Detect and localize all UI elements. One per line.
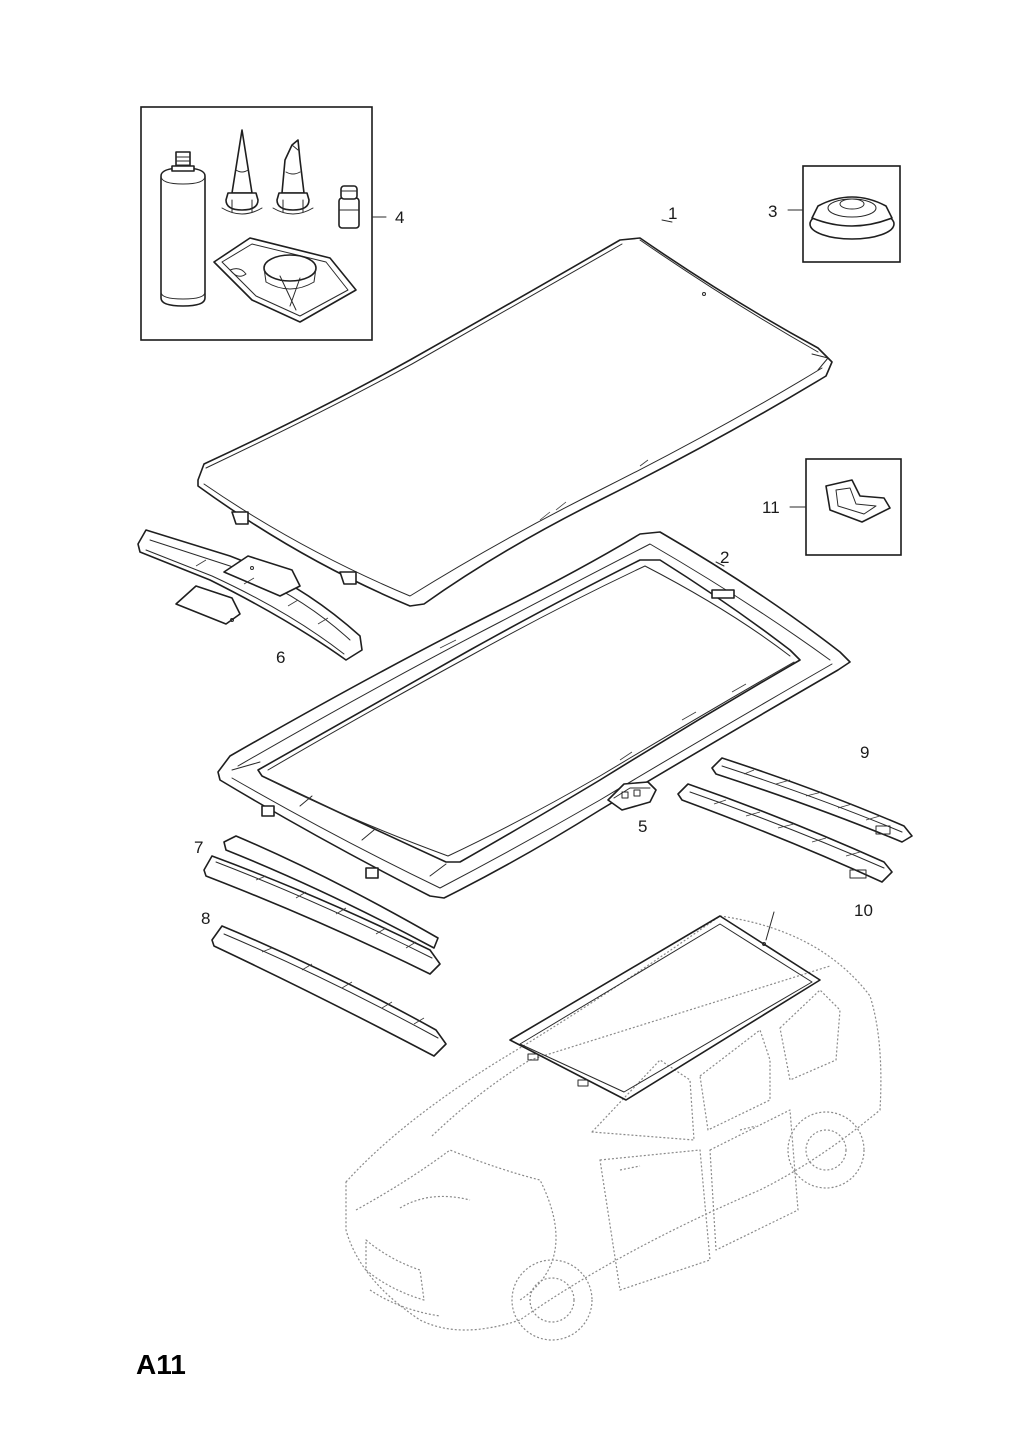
callout-3: 3 bbox=[768, 202, 777, 221]
part-11-seal[interactable] bbox=[789, 458, 902, 556]
sealant-cartridge bbox=[160, 151, 206, 307]
part-7-roof-bow[interactable] bbox=[203, 835, 441, 975]
leader-1 bbox=[661, 219, 673, 223]
page-code: A11 bbox=[136, 1349, 186, 1380]
nozzle-2 bbox=[272, 139, 314, 215]
part-4-sealing-kit[interactable] bbox=[140, 106, 387, 341]
part-5-bracket[interactable] bbox=[607, 781, 657, 811]
callout-5: 5 bbox=[638, 817, 647, 836]
callout-2: 2 bbox=[720, 548, 729, 567]
callout-8: 8 bbox=[201, 909, 210, 928]
primer-bottle bbox=[338, 185, 360, 229]
part-3-plug[interactable] bbox=[787, 165, 901, 263]
callout-10: 10 bbox=[854, 901, 873, 920]
callout-1: 1 bbox=[668, 204, 677, 223]
part-2-roof-frame[interactable] bbox=[217, 531, 851, 899]
part-6-roof-bow[interactable] bbox=[137, 529, 363, 661]
applicator-pack bbox=[213, 237, 357, 323]
part-8-roof-bow[interactable] bbox=[211, 925, 447, 1057]
leader-vehicle-roof bbox=[765, 911, 775, 941]
callout-11: 11 bbox=[762, 498, 780, 517]
part-1-roof-panel[interactable] bbox=[197, 219, 833, 607]
leader-2 bbox=[715, 561, 725, 567]
part-9-roof-bow[interactable] bbox=[711, 757, 913, 843]
callout-7: 7 bbox=[194, 838, 203, 857]
part-10-roof-bow[interactable] bbox=[677, 783, 893, 883]
callout-9: 9 bbox=[860, 743, 869, 762]
nozzle-1 bbox=[221, 129, 263, 215]
vehicle-roof-highlight bbox=[509, 915, 821, 1101]
vehicle-outline bbox=[345, 911, 882, 1341]
callout-4: 4 bbox=[395, 208, 404, 227]
callout-6: 6 bbox=[276, 648, 285, 667]
